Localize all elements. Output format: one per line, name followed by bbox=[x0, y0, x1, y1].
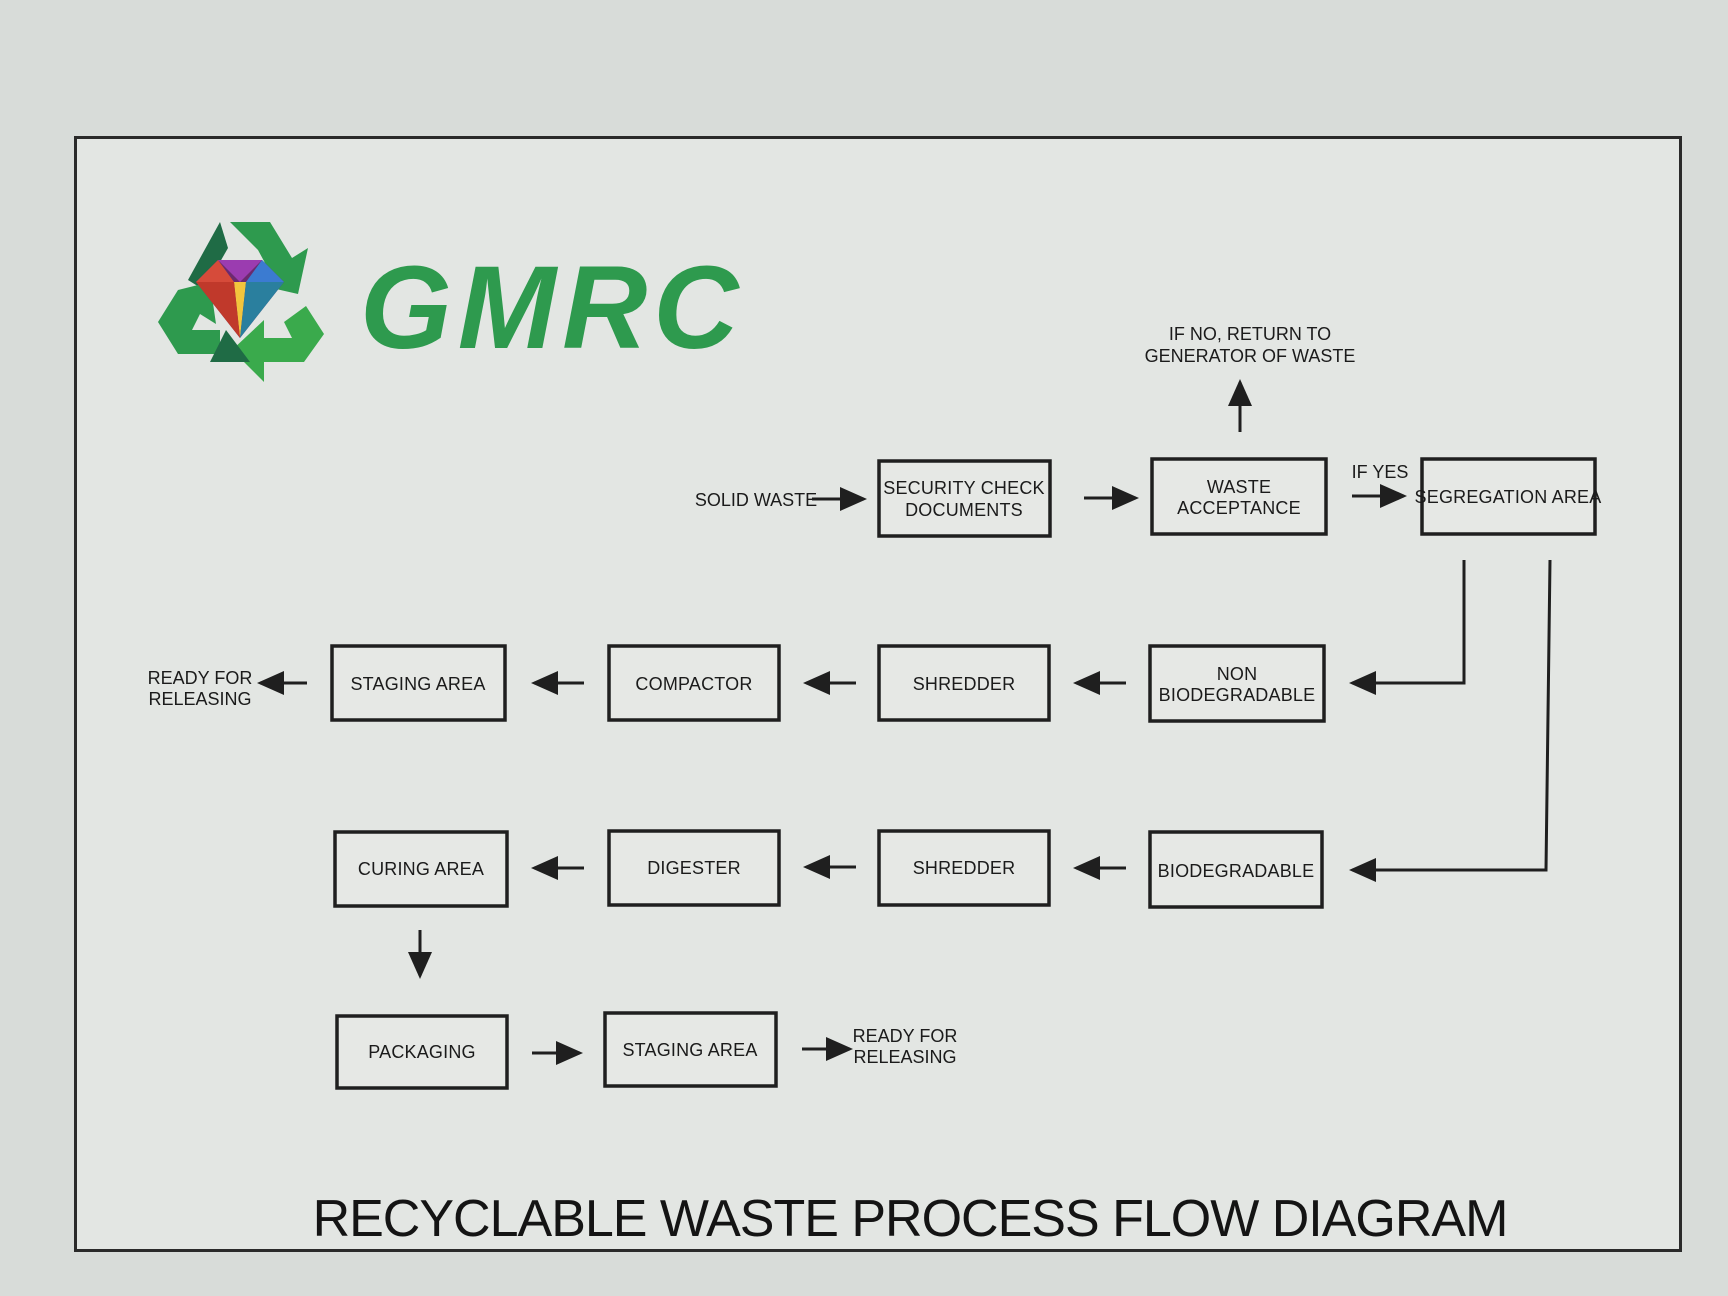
solid-waste-label: SOLID WASTE bbox=[695, 490, 817, 510]
svg-text:ACCEPTANCE: ACCEPTANCE bbox=[1177, 498, 1301, 518]
if-yes-note: IF YES bbox=[1352, 462, 1409, 482]
segregation-area-box: SEGREGATION AREA bbox=[1415, 457, 1602, 536]
packaging-box: PACKAGING bbox=[335, 1014, 509, 1090]
shredder-2-box: SHREDDER bbox=[877, 829, 1051, 907]
recycle-logo-icon bbox=[158, 222, 324, 382]
svg-text:SHREDDER: SHREDDER bbox=[913, 674, 1016, 694]
ready-for-releasing-1-line2: RELEASING bbox=[148, 689, 251, 709]
curing-area-box: CURING AREA bbox=[333, 830, 509, 908]
arrow-to-non-biodegradable bbox=[1349, 560, 1466, 695]
staging-area-1-box: STAGING AREA bbox=[330, 644, 507, 722]
waste-acceptance-box: WASTE ACCEPTANCE bbox=[1150, 457, 1328, 536]
if-no-note-line1: IF NO, RETURN TO bbox=[1169, 324, 1331, 344]
svg-text:WASTE: WASTE bbox=[1207, 477, 1271, 497]
brand-wordmark: GMRC bbox=[360, 242, 745, 374]
svg-text:STAGING AREA: STAGING AREA bbox=[350, 674, 485, 694]
diagram-title: RECYCLABLE WASTE PROCESS FLOW DIAGRAM bbox=[313, 1190, 1508, 1248]
shredder-1-box: SHREDDER bbox=[877, 644, 1051, 722]
svg-text:SEGREGATION AREA: SEGREGATION AREA bbox=[1415, 487, 1602, 507]
svg-text:DIGESTER: DIGESTER bbox=[647, 858, 741, 878]
ready-for-releasing-1-line1: READY FOR bbox=[148, 668, 253, 688]
digester-box: DIGESTER bbox=[607, 829, 781, 907]
compactor-box: COMPACTOR bbox=[607, 644, 781, 722]
arrow-to-biodegradable bbox=[1349, 559, 1552, 882]
svg-text:COMPACTOR: COMPACTOR bbox=[635, 674, 752, 694]
diamond-icon bbox=[196, 260, 284, 338]
svg-text:STAGING AREA: STAGING AREA bbox=[622, 1040, 757, 1060]
staging-area-2-box: STAGING AREA bbox=[603, 1011, 778, 1088]
ready-for-releasing-2-line2: RELEASING bbox=[853, 1047, 956, 1067]
security-check-box: SECURITY CHECK DOCUMENTS bbox=[877, 459, 1052, 538]
svg-text:BIODEGRADABLE: BIODEGRADABLE bbox=[1158, 861, 1315, 881]
svg-text:CURING AREA: CURING AREA bbox=[358, 859, 484, 879]
svg-text:NON: NON bbox=[1217, 664, 1258, 684]
svg-text:SHREDDER: SHREDDER bbox=[913, 858, 1016, 878]
svg-text:PACKAGING: PACKAGING bbox=[368, 1042, 476, 1062]
ready-for-releasing-2-line1: READY FOR bbox=[853, 1026, 958, 1046]
if-no-note-line2: GENERATOR OF WASTE bbox=[1145, 346, 1356, 366]
svg-text:SECURITY CHECK: SECURITY CHECK bbox=[883, 478, 1045, 498]
biodegradable-box: BIODEGRADABLE bbox=[1148, 830, 1324, 909]
non-biodegradable-box: NON BIODEGRADABLE bbox=[1148, 644, 1326, 723]
svg-text:DOCUMENTS: DOCUMENTS bbox=[905, 500, 1023, 520]
svg-text:BIODEGRADABLE: BIODEGRADABLE bbox=[1159, 685, 1316, 705]
